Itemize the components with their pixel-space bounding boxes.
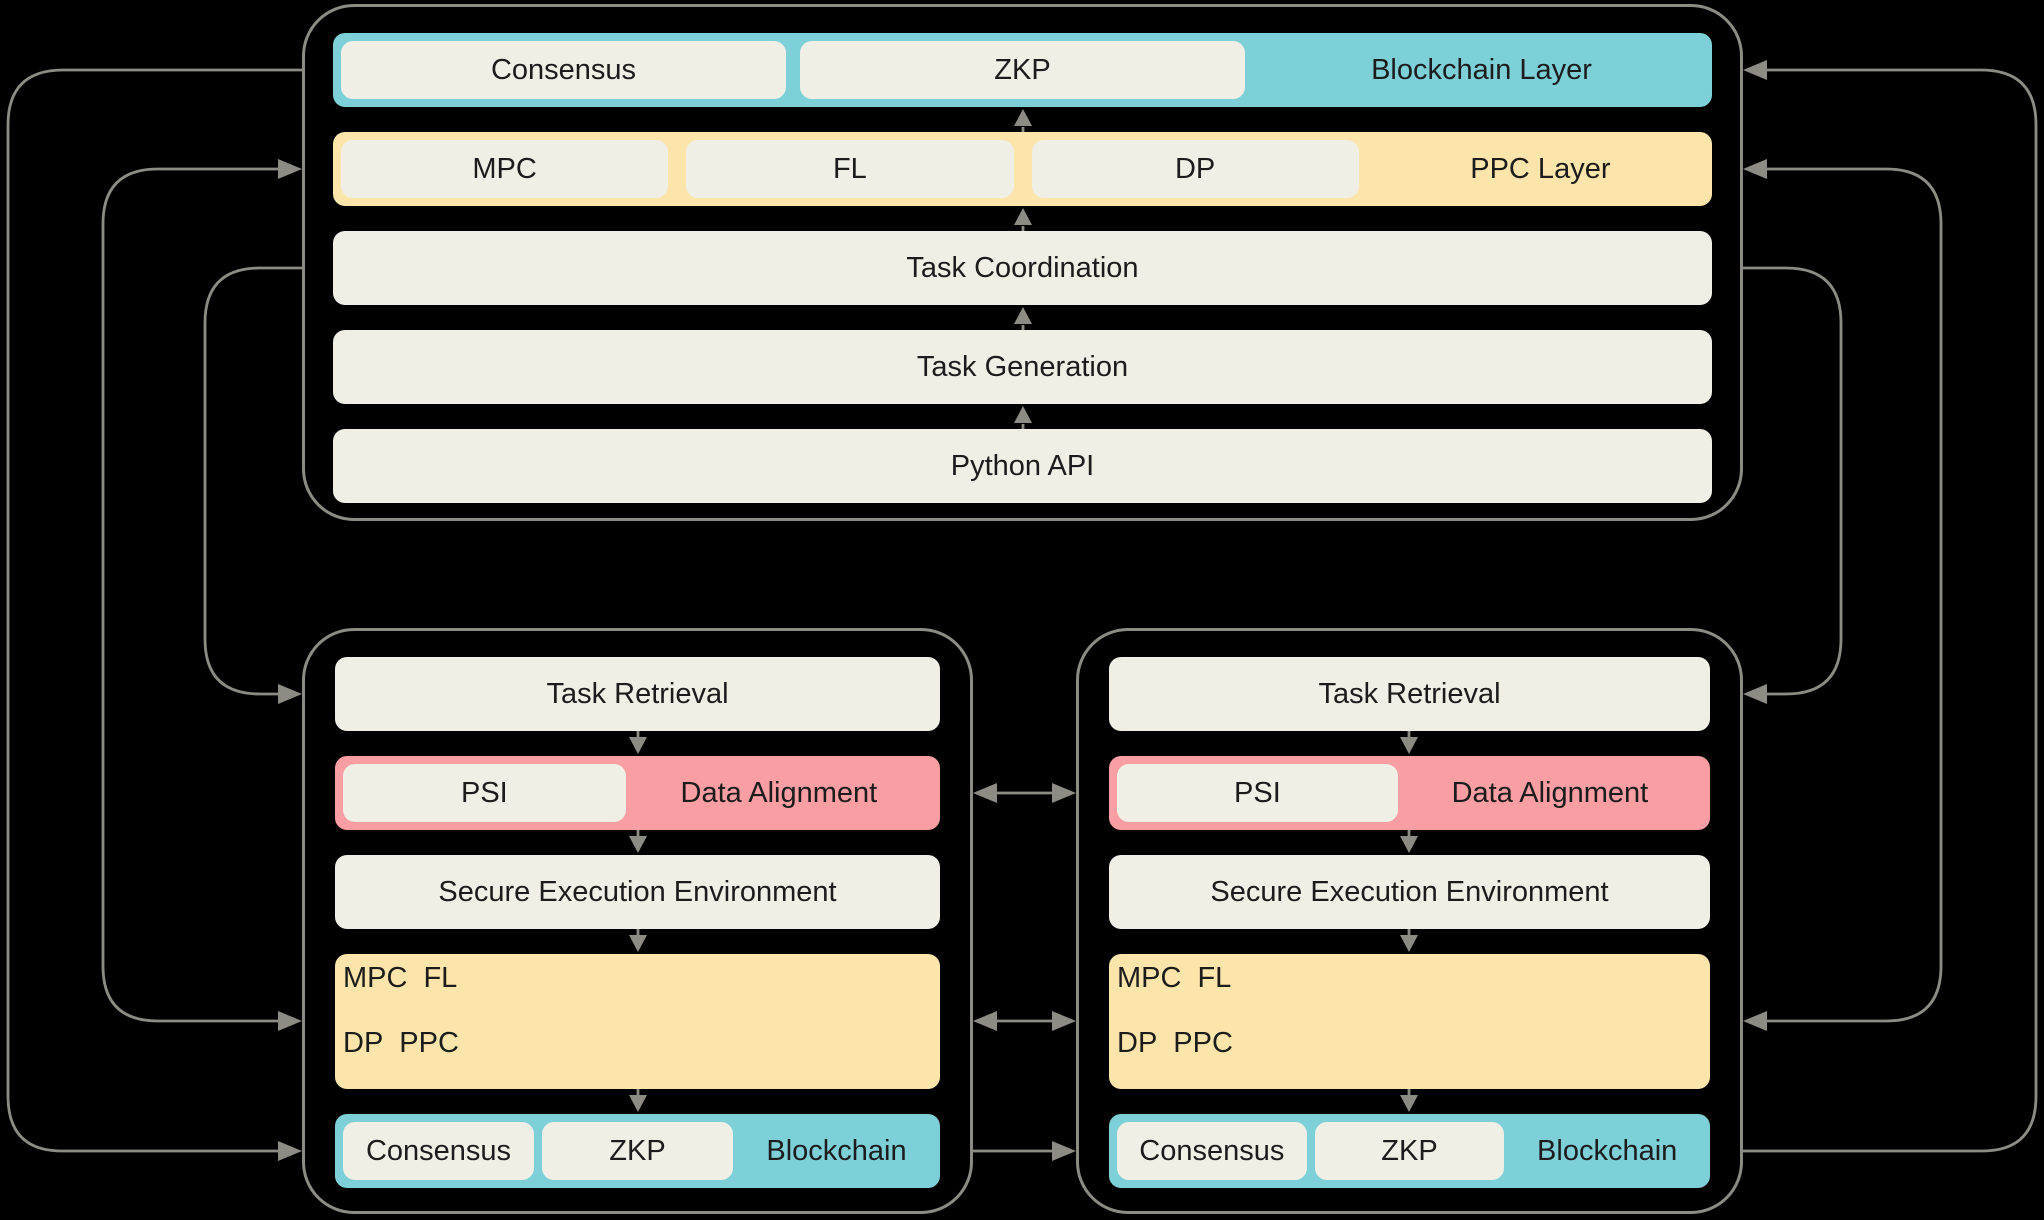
data-alignment-row: PSI Data Alignment — [335, 756, 940, 830]
wire-ppclayer-right-ppc — [1767, 167, 1943, 1023]
coordinator-node: Consensus ZKP Blockchain Layer MPC FL DP… — [302, 4, 1743, 521]
ppc-label: PPC — [399, 1026, 459, 1059]
arrowhead-into-right-taskretrieval — [1743, 684, 1767, 704]
arrowhead-ppc-right — [1052, 1011, 1076, 1031]
consensus-box: Consensus — [1117, 1122, 1307, 1180]
consensus-box: Consensus — [341, 41, 786, 99]
wire-taskcoordination-to-right-taskretrieval — [1743, 266, 1843, 696]
task-retrieval-row: Task Retrieval — [335, 657, 940, 731]
arrowhead-dataalignment-left — [973, 783, 997, 803]
arrowhead-into-ppclayer-right — [1743, 159, 1767, 179]
fl-box: FL — [686, 140, 1014, 198]
wire-right-blockchain-to-blockchainlayer — [1743, 68, 2038, 1153]
task-coordination-row: Task Coordination — [333, 231, 1712, 305]
arrowhead-into-right-ppc — [1743, 1011, 1767, 1031]
blockchain-layer-label: Blockchain Layer — [1371, 53, 1592, 86]
psi-box: PSI — [343, 764, 626, 822]
arrowhead-into-left-ppc — [278, 1011, 302, 1031]
arrowhead-dataalignment-right — [1052, 783, 1076, 803]
blockchain-layer-row: Consensus ZKP Blockchain Layer — [333, 33, 1712, 107]
arrowhead-blockchain-right — [1052, 1141, 1076, 1161]
arrowhead-into-left-taskretrieval — [278, 684, 302, 704]
mpc-box: MPC — [341, 140, 669, 198]
arrowhead-into-blockchainlayer — [1743, 60, 1767, 80]
secure-execution-row: Secure Execution Environment — [1109, 855, 1710, 929]
wire-ppclayer-left-ppc — [101, 167, 278, 1023]
ppc-row: MPC FL DP PPC — [335, 954, 940, 1089]
mpc-box: MPC — [343, 962, 408, 994]
ppc-label: PPC — [1173, 1026, 1233, 1059]
participant-right-node: Task Retrieval PSI Data Alignment Secure… — [1076, 628, 1743, 1214]
consensus-box: Consensus — [343, 1122, 534, 1180]
participant-left-node: Task Retrieval PSI Data Alignment Secure… — [302, 628, 973, 1214]
arrowhead-into-left-blockchain — [278, 1141, 302, 1161]
data-alignment-label: Data Alignment — [1451, 776, 1649, 809]
dp-box: DP — [1031, 140, 1359, 198]
fl-box: FL — [423, 962, 458, 994]
python-api-row: Python API — [333, 429, 1712, 503]
zkp-box: ZKP — [542, 1122, 733, 1180]
ppc-layer-label: PPC Layer — [1470, 152, 1611, 185]
wire-taskcoordination-to-left-taskretrieval — [203, 266, 302, 696]
secure-execution-row: Secure Execution Environment — [335, 855, 940, 929]
arrowhead-into-ppclayer-left — [278, 159, 302, 179]
arrowhead-ppc-left — [973, 1011, 997, 1031]
dp-box: DP — [1117, 1026, 1158, 1059]
mpc-box: MPC — [1117, 962, 1182, 994]
zkp-box: ZKP — [1314, 1122, 1505, 1180]
psi-box: PSI — [1117, 764, 1398, 822]
blockchain-label: Blockchain — [1537, 1134, 1678, 1167]
dp-box: DP — [343, 1026, 384, 1059]
zkp-box: ZKP — [800, 41, 1245, 99]
wire-blockchainlayer-to-left-blockchain — [6, 68, 302, 1153]
data-alignment-label: Data Alignment — [680, 776, 878, 809]
ppc-row: MPC FL DP PPC — [1109, 954, 1710, 1089]
task-retrieval-row: Task Retrieval — [1109, 657, 1710, 731]
blockchain-row: Consensus ZKP Blockchain — [1109, 1114, 1710, 1188]
data-alignment-row: PSI Data Alignment — [1109, 756, 1710, 830]
ppc-layer-row: MPC FL DP PPC Layer — [333, 132, 1712, 206]
task-generation-row: Task Generation — [333, 330, 1712, 404]
blockchain-row: Consensus ZKP Blockchain — [335, 1114, 940, 1188]
blockchain-label: Blockchain — [766, 1134, 907, 1167]
fl-box: FL — [1197, 962, 1232, 994]
